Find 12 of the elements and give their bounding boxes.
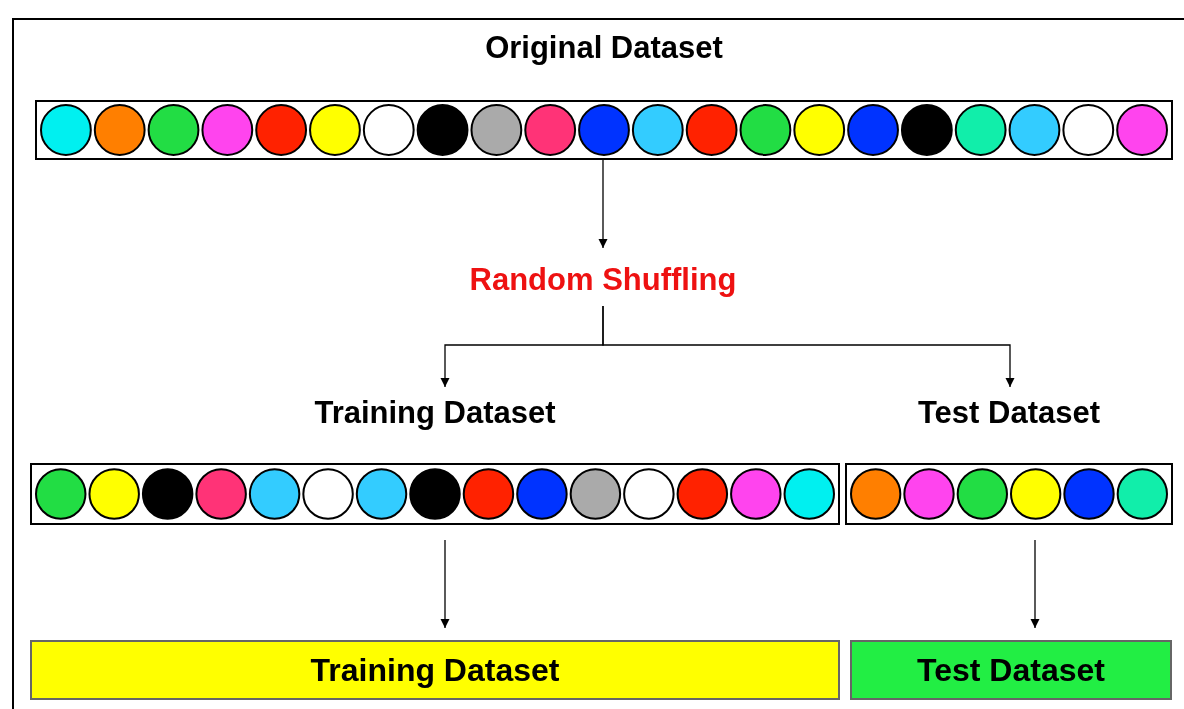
arrow <box>598 159 608 249</box>
dataset-heading: Training Dataset <box>313 395 557 431</box>
arrow <box>1030 539 1040 629</box>
arrow <box>602 305 1015 388</box>
step-label: Random Shuffling <box>400 258 806 302</box>
arrow <box>440 539 450 629</box>
dataset-heading: Test Dataset <box>916 395 1102 431</box>
dataset-heading: Original Dataset <box>484 30 724 66</box>
dataset-label: Training Dataset <box>310 651 560 689</box>
dataset-label: Test Dataset <box>917 651 1105 689</box>
dataset-box <box>850 640 1172 700</box>
dataset-box <box>30 640 840 700</box>
